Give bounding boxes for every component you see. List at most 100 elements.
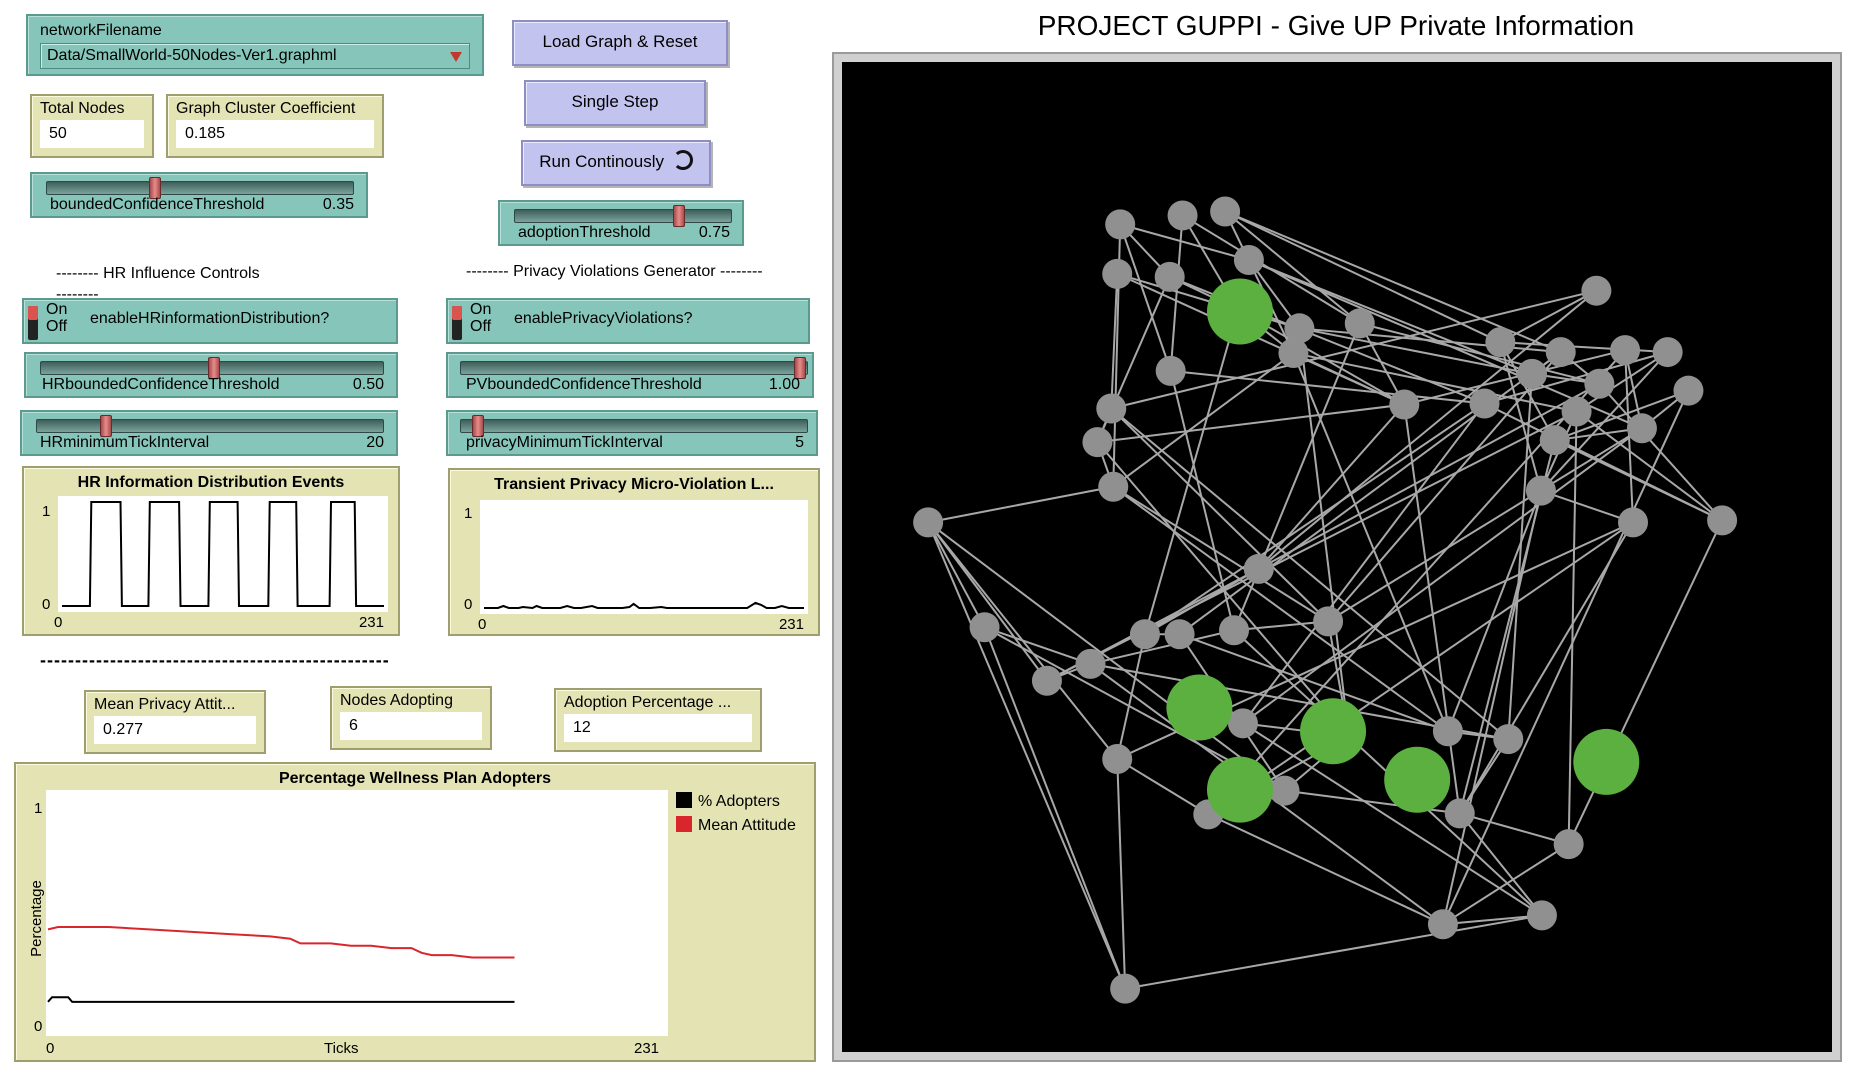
graph-link	[1143, 309, 1239, 635]
graph-node	[1673, 375, 1704, 406]
graph-link	[1046, 410, 1578, 682]
slider-handle[interactable]	[208, 357, 220, 379]
hr-events-plot: HR Information Distribution Events 1 0 0…	[22, 466, 400, 636]
adopters-chart	[46, 790, 668, 1036]
graph-node	[1545, 337, 1576, 368]
slider-value: 1.00	[768, 376, 800, 393]
hr-minimum-tick-slider[interactable]: HRminimumTickInterval 20	[20, 410, 398, 456]
hr-distribution-switch[interactable]: On Off enableHRinformationDistribution?	[22, 298, 398, 344]
chooser-select[interactable]: Data/SmallWorld-50Nodes-Ver1.graphml	[40, 43, 470, 69]
graph-node	[1610, 335, 1641, 366]
graph-link	[1258, 289, 1598, 570]
graph-node	[1344, 308, 1375, 339]
graph-node	[1652, 337, 1683, 368]
view-title: PROJECT GUPPI - Give UP Private Informat…	[1037, 10, 1635, 41]
legend-label: % Adopters	[698, 793, 780, 810]
monitor-label: Graph Cluster Coefficient	[176, 100, 356, 117]
chooser-value: Data/SmallWorld-50Nodes-Ver1.graphml	[47, 47, 337, 64]
forever-loop-icon	[672, 150, 693, 170]
bounded-confidence-slider[interactable]: boundedConfidenceThreshold 0.35	[30, 172, 368, 218]
graph-node	[1219, 615, 1250, 646]
slider-handle[interactable]	[472, 415, 484, 437]
cluster-coefficient-monitor: Graph Cluster Coefficient 0.185	[166, 94, 384, 158]
slider-track[interactable]	[36, 419, 384, 433]
world-view[interactable]	[832, 52, 1842, 1062]
run-continuously-button[interactable]: Run Continously	[521, 140, 711, 186]
slider-handle[interactable]	[794, 357, 806, 379]
graph-node	[1561, 396, 1592, 427]
slider-track[interactable]	[46, 181, 354, 195]
legend-item: % Adopters	[676, 792, 796, 816]
slider-value: 5	[795, 434, 804, 451]
graph-link	[1116, 758, 1209, 816]
graph-node	[1110, 973, 1141, 1004]
graph-link	[1499, 289, 1597, 344]
slider-value: 20	[366, 434, 384, 451]
adopters-plot: Percentage Wellness Plan Adopters 1 0 0 …	[14, 762, 816, 1062]
graph-link	[1327, 351, 1562, 623]
graph-node	[913, 507, 944, 538]
graph-link	[1169, 215, 1184, 371]
graph-link	[1358, 322, 1406, 406]
series-line-0	[62, 501, 384, 607]
privacy-violations-plot: Transient Privacy Micro-Violation L... 1…	[448, 468, 820, 636]
graph-node	[1539, 425, 1570, 456]
graph-node	[969, 612, 1000, 643]
privacy-violations-switch[interactable]: On Off enablePrivacyViolations?	[446, 298, 810, 344]
graph-node	[1164, 619, 1195, 650]
graph-node	[1278, 338, 1309, 369]
switch-label: enablePrivacyViolations?	[514, 310, 693, 327]
graph-link	[1446, 490, 1542, 732]
graph-node	[1102, 743, 1133, 774]
load-graph-button[interactable]: Load Graph & Reset	[512, 20, 728, 66]
graph-link	[1500, 341, 1668, 354]
slider-handle[interactable]	[149, 177, 161, 199]
graph-link	[1112, 485, 1449, 733]
graph-link	[927, 521, 1127, 990]
y-min-label: 0	[464, 596, 473, 613]
slider-handle[interactable]	[673, 205, 685, 227]
monitor-label: Nodes Adopting	[340, 692, 453, 709]
slider-track[interactable]	[514, 209, 732, 223]
adoption-threshold-slider[interactable]: adoptionThreshold 0.75	[498, 200, 744, 246]
x-max-label: 231	[634, 1040, 660, 1057]
network-graph[interactable]	[842, 62, 1832, 1052]
y-min-label: 0	[34, 1018, 43, 1035]
slider-handle[interactable]	[100, 415, 112, 437]
x-max-label: 231	[778, 616, 804, 633]
hr-bounded-confidence-slider[interactable]: HRboundedConfidenceThreshold 0.50	[24, 352, 398, 398]
network-file-chooser[interactable]: networkFilename Data/SmallWorld-50Nodes-…	[26, 14, 484, 76]
hr-events-chart	[58, 496, 388, 612]
graph-node	[1284, 313, 1315, 344]
graph-node	[1485, 327, 1516, 358]
graph-node	[1525, 475, 1556, 506]
graph-link	[1359, 322, 1600, 385]
adoption-percentage-monitor: Adoption Percentage ... 12	[554, 688, 762, 752]
graph-node	[1707, 505, 1738, 536]
graph-link	[1207, 349, 1626, 816]
y-axis-label: Percentage	[27, 880, 45, 957]
graph-node	[1075, 648, 1106, 679]
single-step-button[interactable]: Single Step	[524, 80, 706, 126]
slider-track[interactable]	[460, 361, 808, 375]
graph-link	[1507, 373, 1534, 740]
slider-track[interactable]	[460, 419, 808, 433]
monitor-value: 0.277	[94, 716, 256, 744]
graph-link	[1224, 210, 1361, 325]
graph-link	[1224, 210, 1501, 344]
switch-toggle[interactable]	[28, 306, 38, 340]
x-min-label: 0	[478, 616, 487, 633]
switch-toggle[interactable]	[452, 306, 462, 340]
graph-link	[1441, 490, 1542, 925]
graph-link	[1567, 519, 1724, 845]
graph-link	[1111, 289, 1597, 410]
privacy-minimum-tick-slider[interactable]: privacyMinimumTickInterval 5	[446, 410, 818, 456]
slider-value: 0.75	[698, 224, 730, 241]
graph-node	[1098, 471, 1129, 502]
nodes-adopting-monitor: Nodes Adopting 6	[330, 686, 492, 750]
slider-label: privacyMinimumTickInterval	[466, 434, 663, 451]
pv-bounded-confidence-slider[interactable]: PVboundedConfidenceThreshold 1.00	[446, 352, 814, 398]
graph-link	[1110, 407, 1329, 623]
hr-controls-note: -------- HR Influence Controls	[56, 265, 260, 282]
switch-on-label: On	[46, 301, 68, 318]
